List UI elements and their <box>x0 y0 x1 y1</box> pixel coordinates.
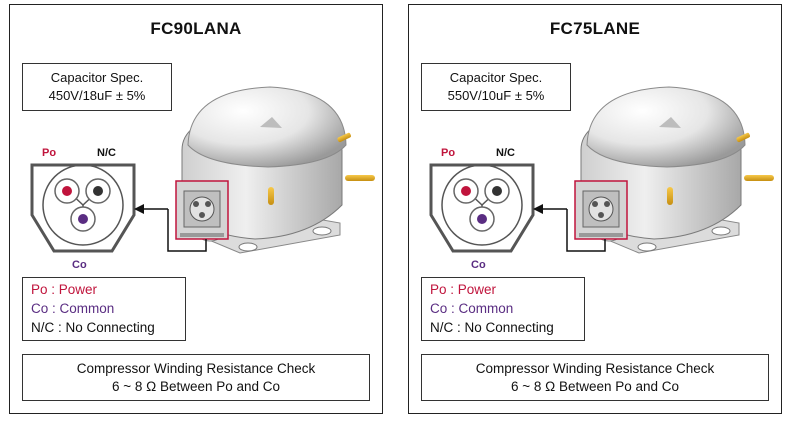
capacitor-spec-title: Capacitor Spec. <box>50 70 144 85</box>
model-title: FC90LANA <box>150 19 242 38</box>
resistance-check-value: 6 ~ 8 Ω Between Po and Co <box>111 379 281 394</box>
leader-arrow-icon <box>134 204 144 214</box>
terminal-label-nc: N/C <box>496 147 515 159</box>
leader-line <box>566 209 606 252</box>
resistance-check-box: Compressor Winding Resistance Check 6 ~ … <box>22 354 370 401</box>
resistance-check-title: Compressor Winding Resistance Check <box>475 361 715 376</box>
legend-no-connecting: N/C : No Connecting <box>31 320 155 335</box>
leader-line <box>167 209 207 252</box>
compressor-panel-1: FC90LANA Capacitor Spec. 450V/18uF ± 5% … <box>9 4 383 414</box>
legend-common: Co : Common <box>31 301 115 316</box>
terminal-label-co: Co <box>72 259 87 271</box>
terminal-block-icon <box>30 163 136 253</box>
capacitor-spec-title: Capacitor Spec. <box>449 70 543 85</box>
legend-power: Po : Power <box>430 282 497 297</box>
compressor-illustration-icon <box>175 86 376 254</box>
compressor-illustration-icon <box>574 86 775 254</box>
resistance-check-box: Compressor Winding Resistance Check 6 ~ … <box>421 354 769 401</box>
capacitor-spec-box: Capacitor Spec. 450V/18uF ± 5% <box>22 63 172 111</box>
capacitor-spec-value: 450V/18uF ± 5% <box>48 88 146 103</box>
compressor-diagram <box>429 86 775 254</box>
capacitor-spec-value: 550V/10uF ± 5% <box>447 88 545 103</box>
legend-common: Co : Common <box>430 301 514 316</box>
leader-arrow-icon <box>533 204 543 214</box>
resistance-check-value: 6 ~ 8 Ω Between Po and Co <box>510 379 680 394</box>
legend-power: Po : Power <box>31 282 98 297</box>
model-title: FC75LANE <box>549 19 641 38</box>
capacitor-spec-box: Capacitor Spec. 550V/10uF ± 5% <box>421 63 571 111</box>
terminal-label-po: Po <box>42 147 57 159</box>
compressor-diagram <box>30 86 376 254</box>
terminal-block-icon <box>429 163 535 253</box>
resistance-check-title: Compressor Winding Resistance Check <box>76 361 316 376</box>
terminal-legend: Po : Power Co : Common N/C : No Connecti… <box>22 277 186 341</box>
legend-no-connecting: N/C : No Connecting <box>430 320 554 335</box>
compressor-panel-2: FC75LANE Capacitor Spec. 550V/10uF ± 5% … <box>408 4 782 414</box>
terminal-legend: Po : Power Co : Common N/C : No Connecti… <box>421 277 585 341</box>
terminal-label-po: Po <box>441 147 456 159</box>
terminal-label-co: Co <box>471 259 486 271</box>
terminal-label-nc: N/C <box>97 147 116 159</box>
